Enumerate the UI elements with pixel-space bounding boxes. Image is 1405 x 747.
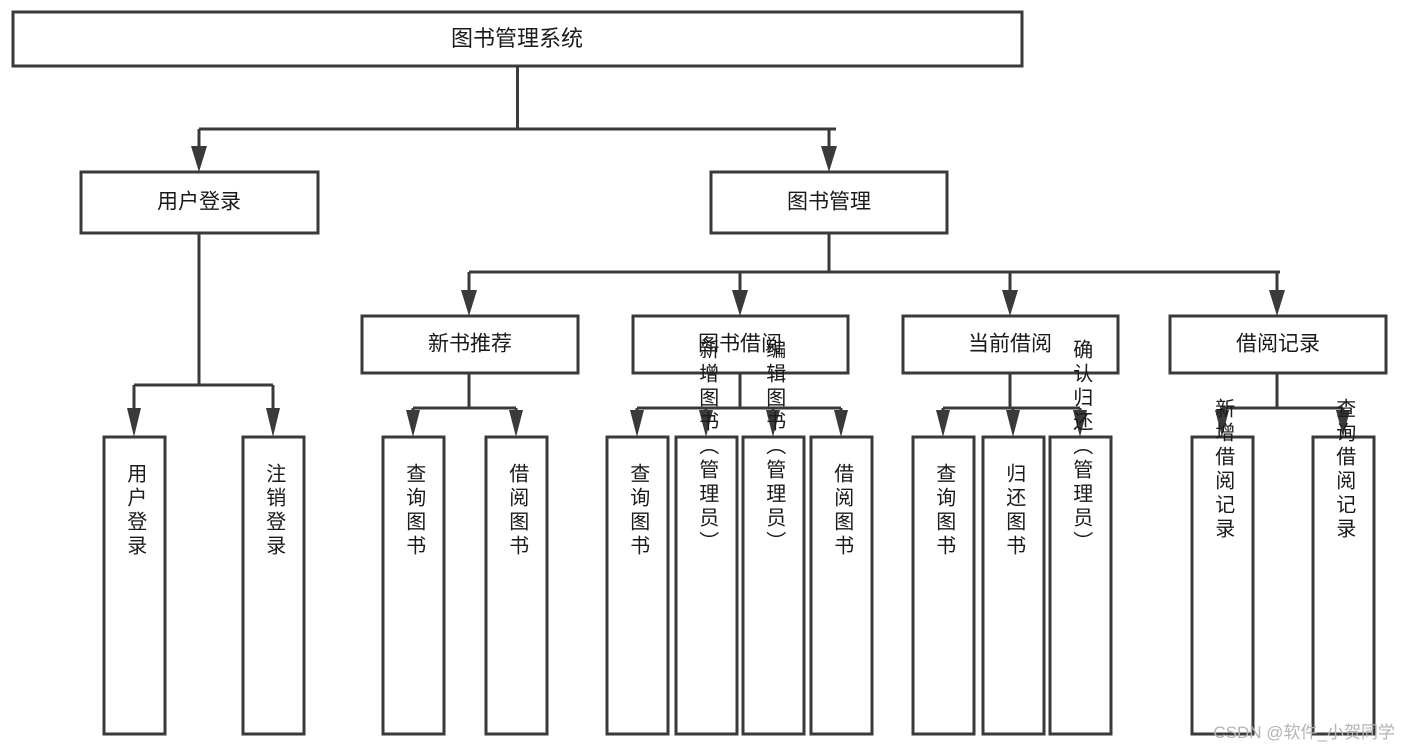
node-borrow-records-label: 借阅记录 (1236, 333, 1320, 356)
leaf-node-query-borrow-record[interactable]: 查询借阅记录 (1311, 398, 1376, 736)
leaf-box-cb-0 (911, 435, 976, 736)
arrow-head-l2-0 (461, 290, 477, 316)
leaf-label-cb-2: 确认归还（管理员） (1070, 339, 1093, 555)
leaf-box-br-0 (1190, 435, 1255, 736)
node-borrow-records[interactable]: 借阅记录 (1168, 314, 1388, 375)
arrow-head-user-login (191, 146, 207, 172)
leaf-box-bb-0 (605, 435, 670, 736)
node-current-borrow-label: 当前借阅 (968, 333, 1052, 356)
connector-userlogin-to-leaves (127, 233, 280, 437)
connector-borrowrecords-to-leaves (1215, 373, 1350, 437)
node-root-library-system[interactable]: 图书管理系统 (11, 10, 1024, 68)
arrow-head-cb-2 (1073, 410, 1087, 437)
arrow-head-bb-0 (630, 410, 644, 437)
leaf-label-bb-0: 查询图书 (627, 463, 650, 559)
leaf-box-br-1 (1311, 435, 1376, 736)
leaf-box-nb-0 (381, 435, 446, 736)
leaf-label-cb-0: 查询图书 (933, 463, 956, 559)
node-book-borrow-box (631, 314, 850, 375)
leaf-node-add-borrow-record[interactable]: 新增借阅记录 (1190, 398, 1255, 736)
node-borrow-records-box (1168, 314, 1388, 375)
arrow-head-bb-1 (699, 410, 713, 437)
leaf-node-add-book-admin[interactable]: 新增图书（管理员） (674, 339, 739, 736)
leaf-node-return-book[interactable]: 归还图书 (981, 435, 1046, 736)
node-current-borrow-box (901, 314, 1120, 375)
leaf-label-nb-1: 借阅图书 (506, 463, 529, 559)
connector-currentborrow-to-leaves (936, 373, 1087, 437)
connector-root-to-level1 (191, 66, 837, 172)
leaf-box-nb-1 (484, 435, 549, 736)
connector-newbook-to-leaves (406, 373, 523, 437)
leaf-label-ul-0: 用户登录 (124, 463, 147, 559)
leaf-box-cb-2 (1048, 435, 1113, 736)
node-root-box (11, 10, 1024, 68)
leaf-node-confirm-return-admin[interactable]: 确认归还（管理员） (1048, 339, 1113, 736)
node-new-book-recommend-label: 新书推荐 (428, 333, 512, 356)
node-user-login-box (79, 170, 320, 235)
leaf-node-query-book-borrow[interactable]: 查询图书 (605, 435, 670, 736)
connector-bookborrow-to-leaves (630, 373, 848, 437)
node-new-book-recommend[interactable]: 新书推荐 (360, 314, 580, 375)
node-user-login-label: 用户登录 (157, 191, 241, 214)
leaf-node-borrow-book[interactable]: 借阅图书 (809, 435, 874, 736)
leaf-box-ul-0 (102, 435, 167, 736)
leaf-node-logout[interactable]: 注销登录 (241, 435, 306, 736)
arrow-head-br-1 (1336, 410, 1350, 437)
leaf-label-bb-2: 编辑图书（管理员） (763, 339, 786, 555)
leaf-node-edit-book-admin[interactable]: 编辑图书（管理员） (741, 339, 806, 736)
arrow-head-br-0 (1215, 410, 1229, 437)
node-book-borrow[interactable]: 图书借阅 (631, 314, 850, 375)
arrow-head-ul-0 (127, 408, 141, 437)
arrow-head-bb-2 (766, 410, 780, 437)
leaf-label-bb-3: 借阅图书 (831, 463, 854, 559)
leaf-label-bb-1: 新增图书（管理员） (696, 339, 719, 555)
arrow-head-nb-0 (406, 410, 420, 437)
arrow-head-book-mgmt (821, 146, 837, 172)
node-book-management[interactable]: 图书管理 (709, 170, 949, 235)
leaf-node-borrow-book-recommend[interactable]: 借阅图书 (484, 435, 549, 736)
leaf-box-ul-1 (241, 435, 306, 736)
node-root-label: 图书管理系统 (451, 26, 583, 51)
leaf-box-bb-3 (809, 435, 874, 736)
leaf-label-br-0: 新增借阅记录 (1212, 398, 1235, 542)
arrow-head-cb-1 (1006, 410, 1020, 437)
leaf-node-user-login-action[interactable]: 用户登录 (102, 435, 167, 736)
arrow-head-nb-1 (509, 410, 523, 437)
leaf-node-query-book-current[interactable]: 查询图书 (911, 435, 976, 736)
arrow-head-l2-3 (1269, 290, 1285, 316)
node-new-book-recommend-box (360, 314, 580, 375)
leaf-label-ul-1: 注销登录 (263, 463, 286, 559)
leaf-label-cb-1: 归还图书 (1003, 463, 1026, 559)
leaf-label-br-1: 查询借阅记录 (1333, 398, 1356, 542)
arrow-head-l2-2 (1002, 290, 1018, 316)
arrow-head-cb-0 (936, 410, 950, 437)
node-current-borrow[interactable]: 当前借阅 (901, 314, 1120, 375)
leaf-box-bb-1 (674, 435, 739, 736)
leaf-label-nb-0: 查询图书 (403, 463, 426, 559)
leaf-node-query-book-recommend[interactable]: 查询图书 (381, 435, 446, 736)
node-book-borrow-label: 图书借阅 (698, 333, 782, 356)
node-book-management-label: 图书管理 (787, 191, 871, 214)
arrow-head-l2-1 (732, 290, 748, 316)
leaf-box-bb-2 (741, 435, 806, 736)
csdn-watermark: CSDN @软件_小贺同学 (1213, 723, 1395, 742)
arrow-head-ul-1 (266, 408, 280, 437)
leaf-box-cb-1 (981, 435, 1046, 736)
node-book-management-box (709, 170, 949, 235)
connector-bookmgmt-to-level2 (461, 233, 1285, 316)
node-user-login[interactable]: 用户登录 (79, 170, 320, 235)
arrow-head-bb-3 (834, 410, 848, 437)
